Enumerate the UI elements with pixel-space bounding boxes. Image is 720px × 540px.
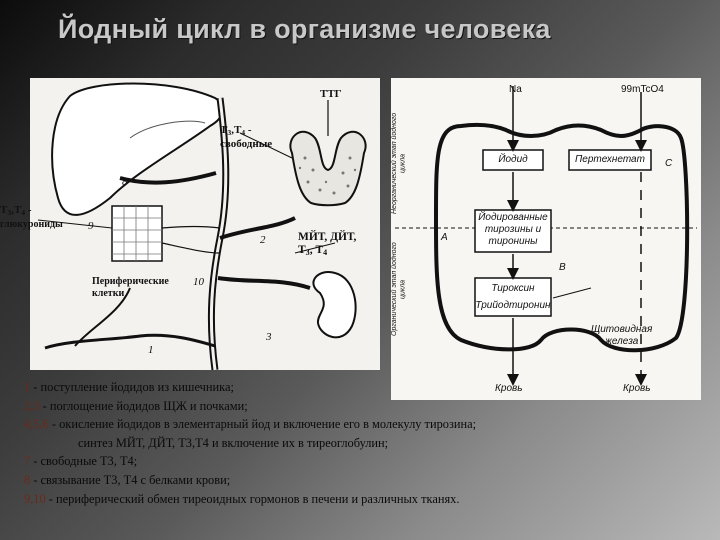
iodine-cycle-schema [395,86,697,386]
iodine-cycle-schema-panel: Na 99mTcO4 Неорганический этап йодного ц… [391,78,701,400]
liver-shape [51,82,224,216]
legend-row: 4,5,6 - окисление йодидов в элементарный… [24,417,477,432]
thyroid-gland-label: Щитовидная железа [591,324,653,347]
kidney-shape [312,271,357,339]
blood-left-label: Кровь [495,383,523,394]
peripheral-cells-block [111,205,163,262]
thyroid-outline [434,122,690,353]
legend-row: 8 - связывание Т3, Т4 с белками крови; [24,472,231,487]
pertechnetate-box [568,149,652,171]
tco4-label: 99mTcO4 [621,84,664,95]
step-3-mark: 3 [266,331,272,343]
na-label: Na [509,84,522,95]
anatomy-diagram [37,82,367,371]
blood-right-label: Кровь [623,383,651,394]
page-title: Йодный цикл в организме человека [58,14,551,44]
step-9-mark: 9 [88,220,94,232]
inorganic-stage-label: Неорганический этап йодного цикла [391,112,407,214]
legend-row: 9,10 - периферический обмен тиреоидных г… [24,491,460,506]
legend-row: 7 - свободные Т3, Т4; [24,454,138,469]
iodide-label: Йодид [498,154,528,165]
legend: 1 - поступление йодидов из кишечника; 2,… [24,378,704,508]
hormones-box [474,277,552,317]
letter-b: B [559,262,566,273]
legend-row: синтез МЙТ, ДЙТ, Т3,Т4 и включение их в … [78,435,389,450]
letter-a: A [441,232,448,243]
triiodothyronine-label: Трийодтиронин [475,300,551,311]
letter-c: C [665,158,673,169]
pertechnetate-label: Пертехнетат [575,154,645,165]
step-1-mark: 1 [148,344,154,356]
step-8-mark: 8 [122,176,128,188]
legend-row: 2,3 - поглощение йодидов ЩЖ и почками; [24,398,248,413]
step-10-mark: 10 [193,276,204,288]
intestine-line [44,333,216,350]
iodinated-label: Йодированные тирозины и тиронины [478,212,548,247]
t3t4-glucuronides-label: Т3,Т4 - глюкурониды [0,204,63,230]
peripheral-cells-label: Периферические клетки [92,276,169,299]
legend-row: 1 - поступление йодидов из кишечника; [24,380,234,394]
thyroid-gland [289,130,367,207]
organic-stage-label: Органический этап йодного цикла [391,242,407,336]
anatomy-diagram-panel: ТТГ Т3,Т4 - свободные Т3,Т4 - глюкуронид… [0,78,380,371]
t3t4-free-label: Т3,Т4 - свободные [220,124,273,150]
mit-dit-label: МЙТ, ДЙТ, Т3, Т4 [298,231,357,258]
ttg-label: ТТГ [320,88,342,100]
step-2-mark: 2 [260,234,266,246]
thyroxine-label: Тироксин [491,283,535,294]
